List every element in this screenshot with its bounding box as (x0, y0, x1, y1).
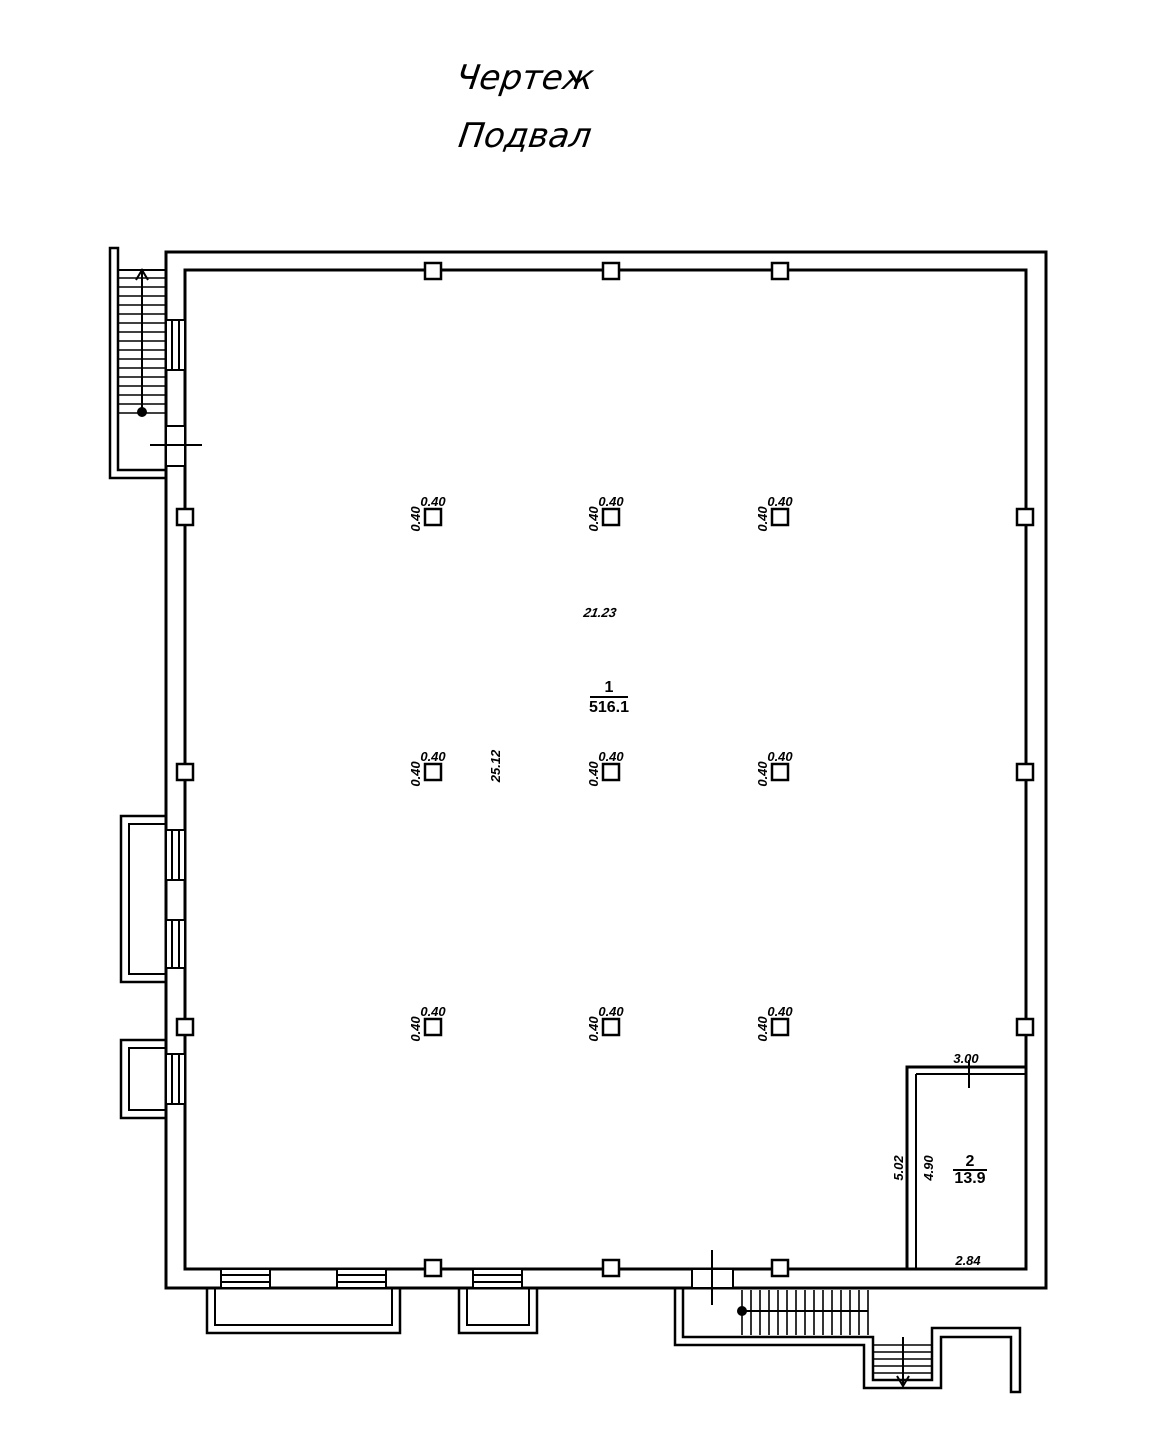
column (601, 762, 621, 782)
column-height-label: 0.40 (755, 761, 770, 787)
column-height-label: 0.40 (755, 1016, 770, 1042)
room-2-number: 2 (966, 1153, 975, 1170)
room-width-label: 21.23 (581, 605, 618, 620)
column (770, 1017, 790, 1037)
wall-pilaster (1015, 1017, 1035, 1037)
wall-pilaster (423, 261, 443, 281)
column-height-label: 0.40 (408, 761, 423, 787)
room-2-partition (905, 1065, 1026, 1269)
outer-wall (164, 250, 1048, 1290)
column-height-label: 0.40 (408, 506, 423, 532)
wall-pilaster (601, 1258, 621, 1278)
column-height-label: 0.40 (586, 506, 601, 532)
column-width-label: 0.40 (598, 1004, 624, 1019)
column (601, 1017, 621, 1037)
column-width-label: 0.40 (420, 494, 446, 509)
window-pit-left-1 (119, 814, 166, 984)
window-pit-left-2 (119, 1038, 166, 1120)
wall-pilaster (175, 507, 195, 527)
column (423, 762, 443, 782)
column-width-label: 0.40 (767, 749, 793, 764)
wall-pilaster (175, 1017, 195, 1037)
wall-pilaster (423, 1258, 443, 1278)
wall-pilaster (1015, 507, 1035, 527)
column-width-label: 0.40 (420, 1004, 446, 1019)
column-width-label: 0.40 (598, 494, 624, 509)
small-room-inner-length: 4.90 (921, 1155, 936, 1182)
column (770, 507, 790, 527)
column-width-label: 0.40 (767, 1004, 793, 1019)
stair-bottom-right (673, 1288, 1022, 1394)
small-room-width-top: 3.00 (953, 1051, 979, 1066)
column-height-label: 0.40 (586, 1016, 601, 1042)
wall-pilaster (175, 762, 195, 782)
column (423, 507, 443, 527)
column-height-label: 0.40 (586, 761, 601, 787)
window-pit-bottom-1 (205, 1288, 402, 1335)
window-pit-bottom-2 (457, 1288, 539, 1335)
room-length-label: 25.12 (488, 749, 503, 783)
column-width-label: 0.40 (598, 749, 624, 764)
column (601, 507, 621, 527)
column-height-label: 0.40 (408, 1016, 423, 1042)
column (770, 762, 790, 782)
wall-pilaster (601, 261, 621, 281)
column-width-label: 0.40 (420, 749, 446, 764)
stair-top-left (108, 246, 166, 480)
column (423, 1017, 443, 1037)
column-height-label: 0.40 (755, 506, 770, 532)
wall-pilaster (1015, 762, 1035, 782)
wall-pilaster (770, 1258, 790, 1278)
column-width-label: 0.40 (767, 494, 793, 509)
small-room-outer-length: 5.02 (891, 1155, 906, 1181)
room-2-area: 13.9 (954, 1170, 985, 1187)
room-1-number: 1 (605, 679, 614, 696)
room-1-area: 516.1 (589, 699, 629, 716)
small-room-width-bottom: 2.84 (954, 1253, 981, 1268)
wall-pilaster (770, 261, 790, 281)
